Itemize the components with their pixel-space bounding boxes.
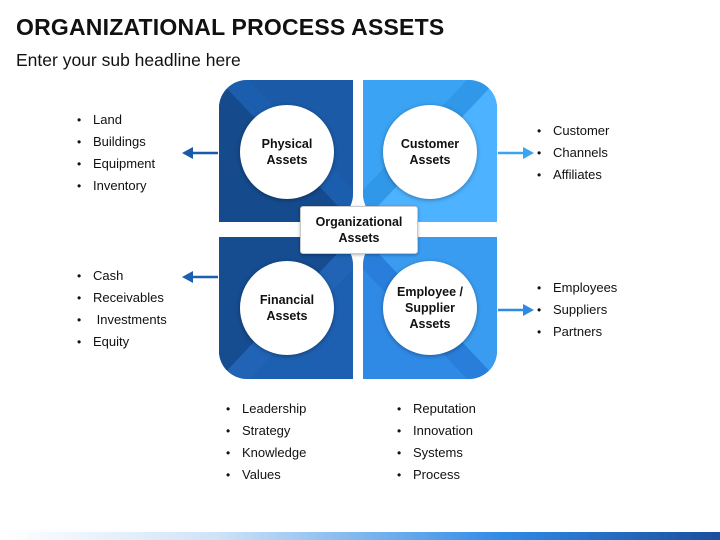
list-item: Buildings (77, 131, 155, 153)
arrow-left-icon (182, 147, 218, 159)
circle-financial: Financial Assets (240, 261, 334, 355)
list-financial: Cash Receivables Investments Equity (77, 265, 167, 353)
list-item: Equity (77, 331, 167, 353)
list-item: Channels (537, 142, 609, 164)
list-item: Investments (77, 309, 167, 331)
list-customer: Customer Channels Affiliates (537, 120, 609, 186)
label-customer-assets: Customer Assets (400, 137, 460, 167)
arrow-right-icon (498, 147, 534, 159)
list-employee: Employees Suppliers Partners (537, 277, 617, 343)
bottom-accent-bar (0, 532, 720, 540)
page-title: ORGANIZATIONAL PROCESS ASSETS (16, 14, 445, 40)
list-item: Leadership (226, 398, 306, 420)
list-item: Systems (397, 442, 476, 464)
arrow-right-icon (498, 304, 534, 316)
list-bottom-left: Leadership Strategy Knowledge Values (226, 398, 306, 486)
list-item: Receivables (77, 287, 167, 309)
label-financial-assets: Financial Assets (259, 293, 315, 323)
list-item: Reputation (397, 398, 476, 420)
center-label: Organizational Assets (315, 215, 403, 245)
list-item: Affiliates (537, 164, 609, 186)
list-item: Innovation (397, 420, 476, 442)
circle-physical: Physical Assets (240, 105, 334, 199)
list-item: Suppliers (537, 299, 617, 321)
list-bottom-right: Reputation Innovation Systems Process (397, 398, 476, 486)
list-item: Partners (537, 321, 617, 343)
list-item: Knowledge (226, 442, 306, 464)
list-item: Customer (537, 120, 609, 142)
label-employee-supplier-assets: Employee / Supplier Assets (397, 285, 463, 331)
list-item: Strategy (226, 420, 306, 442)
list-physical: Land Buildings Equipment Inventory (77, 109, 155, 197)
list-item: Values (226, 464, 306, 486)
page-subtitle: Enter your sub headline here (16, 50, 241, 70)
list-item: Cash (77, 265, 167, 287)
circle-customer: Customer Assets (383, 105, 477, 199)
label-physical-assets: Physical Assets (261, 137, 313, 167)
list-item: Land (77, 109, 155, 131)
list-item: Inventory (77, 175, 155, 197)
list-item: Process (397, 464, 476, 486)
center-organizational-assets: Organizational Assets (300, 206, 418, 254)
circle-employee: Employee / Supplier Assets (383, 261, 477, 355)
list-item: Employees (537, 277, 617, 299)
list-item: Equipment (77, 153, 155, 175)
arrow-left-icon (182, 271, 218, 283)
